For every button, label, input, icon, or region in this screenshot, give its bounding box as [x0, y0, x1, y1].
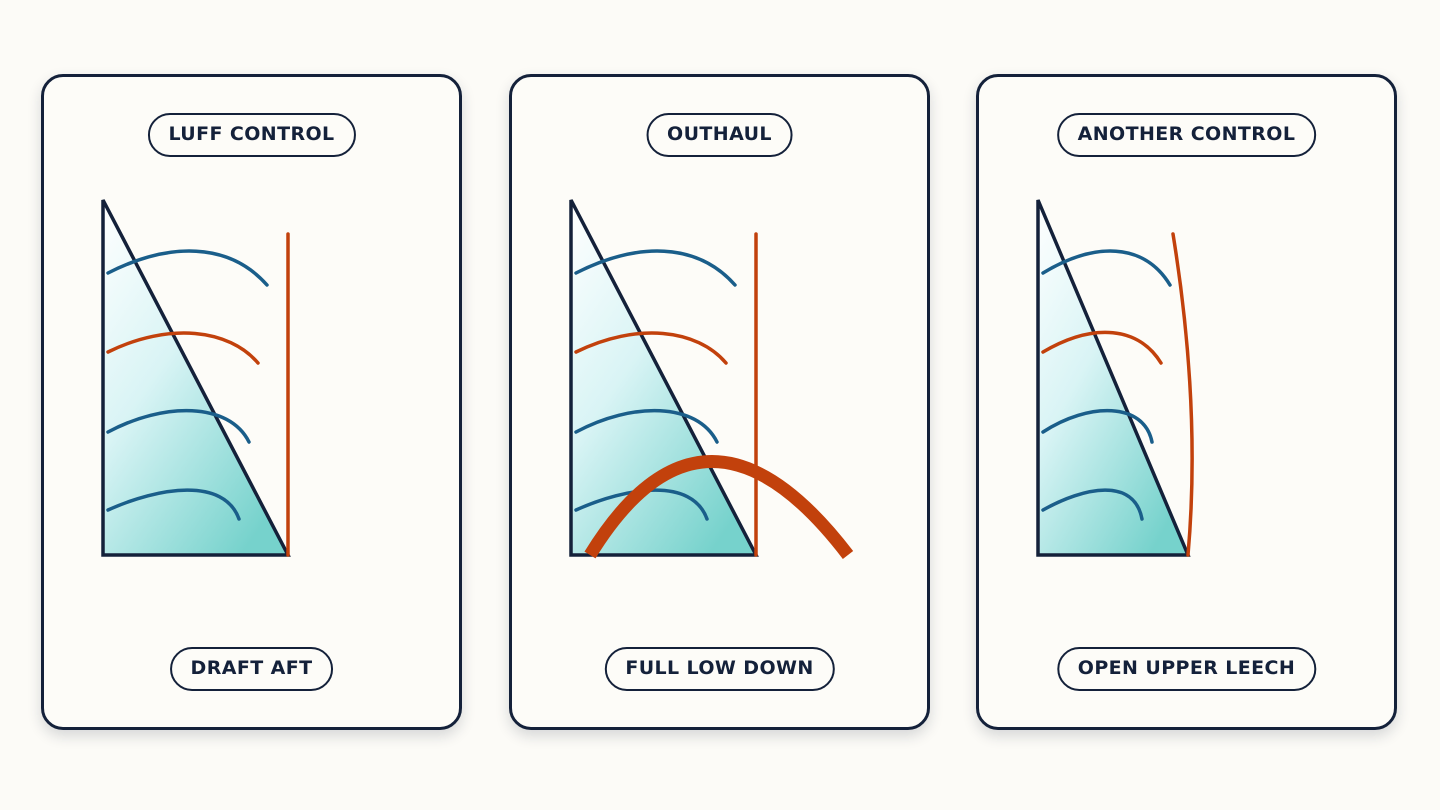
- sail-diagram: [101, 199, 291, 557]
- draft-stripe-2-highlight: [574, 331, 728, 365]
- sail-diagram: [569, 199, 854, 559]
- panel-outhaul: OUTHAUL FULL LOW DOWN: [509, 74, 930, 730]
- draft-stripe-1: [1041, 249, 1172, 287]
- draft-stripe-3: [1041, 408, 1154, 444]
- effect-label: FULL LOW DOWN: [604, 647, 835, 691]
- foot-fullness-curve-highlight: [584, 455, 854, 559]
- draft-stripe-4: [1041, 488, 1144, 521]
- panel-luff-control: LUFF CONTROL DRAFT AFT: [41, 74, 462, 730]
- control-label: LUFF CONTROL: [147, 113, 356, 157]
- control-label: ANOTHER CONTROL: [1056, 113, 1317, 157]
- draft-stripe-4: [574, 488, 709, 521]
- draft-stripe-1: [106, 249, 269, 287]
- sail-shape: [1036, 199, 1191, 557]
- draft-stripe-2-highlight: [1041, 330, 1163, 365]
- panel-another-control: ANOTHER CONTROL OPEN UPPER LEECH: [976, 74, 1397, 730]
- sail-diagram: [1036, 199, 1194, 557]
- draft-stripe-3: [574, 408, 719, 444]
- leech-line-curved: [1171, 232, 1194, 557]
- draft-stripe-2-highlight: [106, 331, 260, 365]
- control-label: OUTHAUL: [646, 113, 793, 157]
- effect-label: DRAFT AFT: [169, 647, 334, 691]
- draft-stripe-4: [106, 488, 241, 521]
- draft-stripe-3: [106, 408, 251, 444]
- draft-stripe-1: [574, 249, 737, 287]
- sail-shape: [101, 199, 291, 557]
- effect-label: OPEN UPPER LEECH: [1056, 647, 1317, 691]
